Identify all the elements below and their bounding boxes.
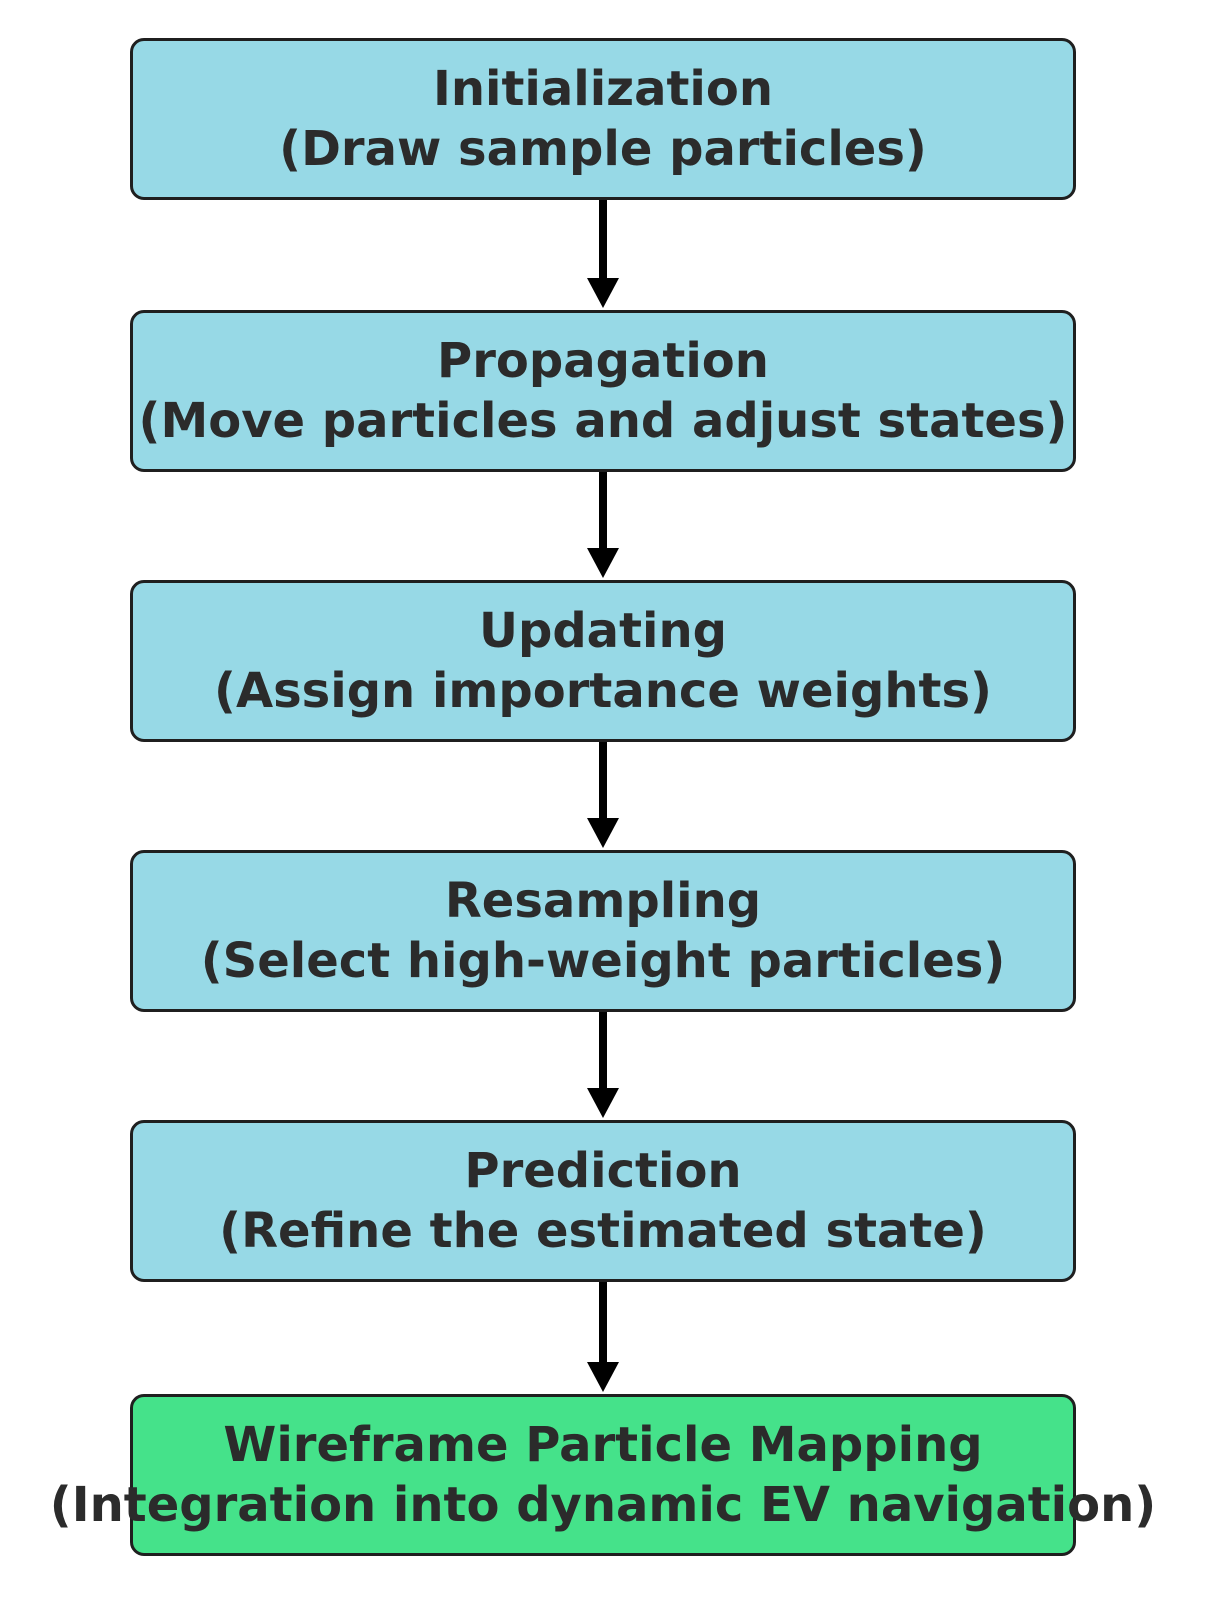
step-title: Wireframe Particle Mapping [223,1417,983,1473]
step-subtitle: (Integration into dynamic EV navigation) [49,1477,1157,1533]
step-wireframe-particle-mapping: Wireframe Particle Mapping (Integration … [50,1394,1156,1556]
step-title: Initialization [432,61,774,117]
step-initialization: Initialization (Draw sample particles) [130,38,1076,200]
arrow-initialization-to-propagation [587,200,619,308]
step-resampling: Resampling (Select high-weight particles… [130,850,1076,1012]
step-title: Resampling [444,873,762,929]
step-subtitle: (Move particles and adjust states) [138,393,1068,449]
arrow-resampling-to-prediction [587,1012,619,1118]
step-subtitle: (Refine the estimated state) [219,1203,987,1259]
step-propagation: Propagation (Move particles and adjust s… [130,310,1076,472]
step-subtitle: (Assign importance weights) [214,663,992,719]
step-title: Prediction [464,1143,742,1199]
step-prediction: Prediction (Refine the estimated state) [130,1120,1076,1282]
step-updating: Updating (Assign importance weights) [130,580,1076,742]
step-title: Propagation [437,333,769,389]
arrow-propagation-to-updating [587,472,619,578]
step-subtitle: (Draw sample particles) [279,121,927,177]
step-subtitle: (Select high-weight particles) [200,933,1006,989]
step-title: Updating [478,603,727,659]
arrow-updating-to-resampling [587,742,619,848]
arrow-prediction-to-mapping [587,1282,619,1392]
